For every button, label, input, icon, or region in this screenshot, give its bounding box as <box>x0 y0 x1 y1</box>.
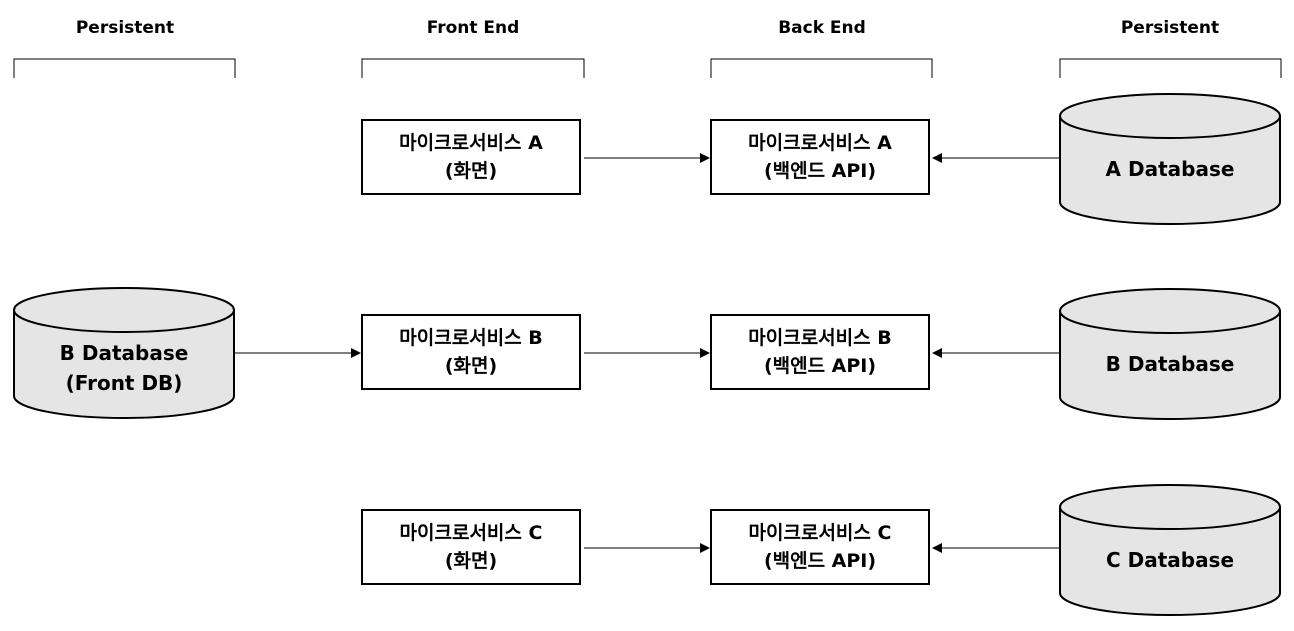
database-cylinder-icon <box>1059 484 1281 616</box>
backend-box-c-name: 마이크로서비스 C <box>748 522 892 544</box>
database-front-b-label: B Database (Front DB) <box>12 338 236 398</box>
database-b-label: B Database <box>1105 352 1235 376</box>
column-title-back-end: Back End <box>778 18 866 38</box>
frontend-box-a-sub: (화면) <box>444 160 498 182</box>
frontend-box-c-sub: (화면) <box>444 550 498 572</box>
database-cylinder-icon <box>1059 288 1281 420</box>
backend-box-a-sub: (백엔드 API) <box>763 160 877 182</box>
bracket-persistent-right <box>1059 58 1282 78</box>
column-title-persistent-left: Persistent <box>75 18 175 38</box>
frontend-box-b-name: 마이크로서비스 B <box>399 327 543 349</box>
database-cylinder-icon <box>1059 93 1281 225</box>
backend-box-c-sub: (백엔드 API) <box>763 550 877 572</box>
database-front-b: B Database (Front DB) <box>12 286 236 420</box>
frontend-box-a: 마이크로서비스 A (화면) <box>361 119 581 195</box>
bracket-persistent-left <box>13 58 236 78</box>
frontend-box-c-name: 마이크로서비스 C <box>399 522 543 544</box>
database-front-b-name: B Database <box>59 341 189 365</box>
bracket-back-end <box>710 58 933 78</box>
frontend-box-b-sub: (화면) <box>444 355 498 377</box>
backend-box-c: 마이크로서비스 C (백엔드 API) <box>710 509 930 585</box>
frontend-box-c: 마이크로서비스 C (화면) <box>361 509 581 585</box>
backend-box-a-name: 마이크로서비스 A <box>748 132 892 154</box>
column-title-front-end: Front End <box>426 18 520 38</box>
frontend-box-b: 마이크로서비스 B (화면) <box>361 314 581 390</box>
database-front-b-sub: (Front DB) <box>65 371 183 395</box>
frontend-box-a-name: 마이크로서비스 A <box>399 132 543 154</box>
database-a-label: A Database <box>1105 157 1235 181</box>
database-c-label: C Database <box>1105 548 1235 572</box>
backend-box-b: 마이크로서비스 B (백엔드 API) <box>710 314 930 390</box>
database-cylinder-icon <box>13 287 235 419</box>
backend-box-b-sub: (백엔드 API) <box>763 355 877 377</box>
backend-box-a: 마이크로서비스 A (백엔드 API) <box>710 119 930 195</box>
database-a: A Database <box>1058 92 1282 226</box>
database-c: C Database <box>1058 483 1282 617</box>
database-b: B Database <box>1058 287 1282 421</box>
column-title-persistent-right: Persistent <box>1120 18 1220 38</box>
bracket-front-end <box>361 58 585 78</box>
backend-box-b-name: 마이크로서비스 B <box>748 327 892 349</box>
